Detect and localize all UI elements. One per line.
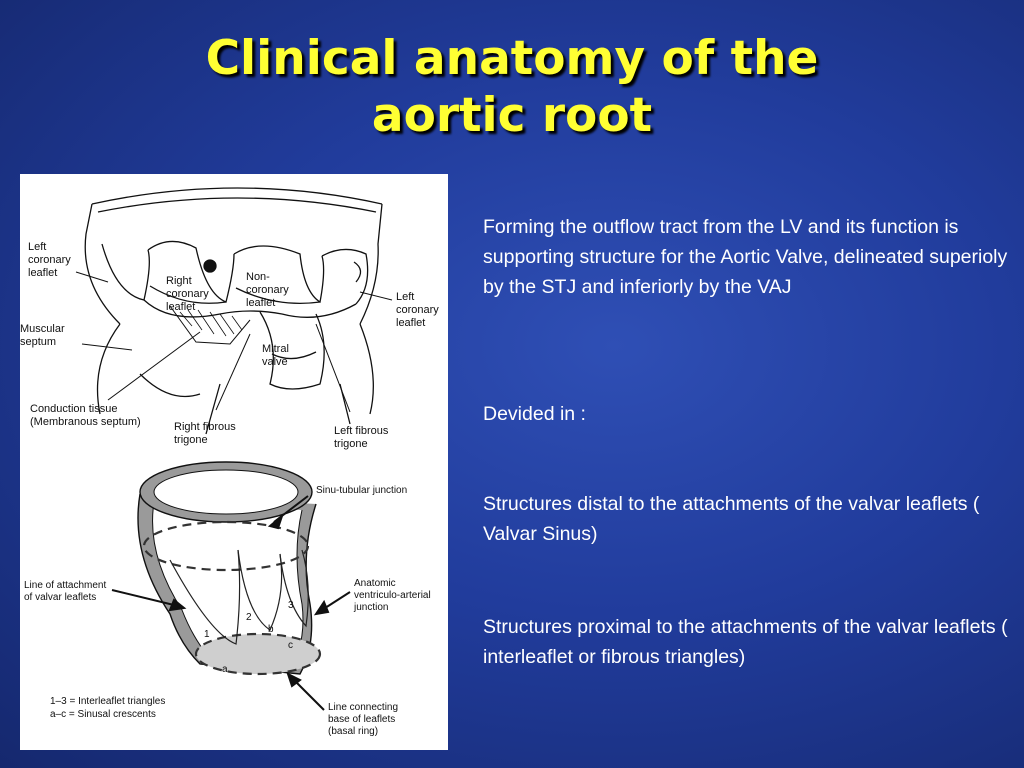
label-line-connecting-2: base of leaflets [328, 714, 395, 725]
label-muscular-septum-1: Muscular [20, 323, 65, 335]
triangle-number-3: 3 [288, 600, 294, 611]
label-line-connecting-1: Line connecting [328, 702, 398, 713]
label-mitral-valve-1: Mitral [262, 343, 289, 355]
label-non-coronary-leaflet-1: Non- [246, 271, 270, 283]
label-muscular-septum-2: septum [20, 336, 56, 348]
label-anatomic-vaj-3: junction [353, 602, 388, 613]
label-non-coronary-leaflet-3: leaflet [246, 297, 275, 309]
triangle-number-2: 2 [246, 612, 252, 623]
triangle-number-1: 1 [204, 629, 210, 640]
label-left-coronary-leaflet-3: leaflet [28, 267, 57, 279]
bottom-anatomy-drawing [111, 461, 351, 711]
label-line-of-attachment-1: Line of attachment [24, 580, 106, 591]
title-line-1: Clinical anatomy of the [205, 31, 819, 86]
legend-sinusal-crescents: a–c = Sinusal crescents [50, 709, 156, 720]
label-right-coronary-leaflet-2: coronary [166, 288, 209, 300]
label-left-coronary-leaflet-r-2: coronary [396, 304, 439, 316]
label-right-coronary-leaflet-3: leaflet [166, 301, 195, 313]
paragraph-outflow-tract: Forming the outflow tract from the LV an… [483, 216, 1008, 298]
label-anatomic-vaj-2: ventriculo-arterial [354, 590, 431, 601]
label-right-fibrous-trigone-2: trigone [174, 434, 208, 446]
top-anatomy-drawing [75, 187, 393, 435]
paragraph-distal-structures: Structures distal to the attachments of … [483, 493, 980, 545]
label-line-of-attachment-2: of valvar leaflets [24, 592, 96, 603]
bottom-labels: Sinu-tubular junction Line of attachment… [24, 485, 431, 737]
label-left-fibrous-trigone-1: Left fibrous [334, 425, 389, 437]
top-labels: Left coronary leaflet Right coronary lea… [20, 241, 439, 450]
title-line-2: aortic root [371, 88, 653, 143]
paragraph-proximal-structures: Structures proximal to the attachments o… [483, 616, 1008, 668]
label-mitral-valve-2: valve [262, 356, 288, 368]
label-non-coronary-leaflet-2: coronary [246, 284, 289, 296]
label-right-fibrous-trigone-1: Right fibrous [174, 421, 236, 433]
crescent-letter-c: c [288, 640, 293, 651]
crescent-letter-b: b [268, 624, 274, 635]
label-line-connecting-3: (basal ring) [328, 726, 378, 737]
slide-title: Clinical anatomy of the aortic root [0, 30, 1024, 144]
anatomy-drawing: Left coronary leaflet Right coronary lea… [20, 187, 439, 737]
label-anatomic-vaj-1: Anatomic [354, 578, 396, 589]
label-left-coronary-leaflet-1: Left [28, 241, 46, 253]
label-left-coronary-leaflet-r-1: Left [396, 291, 414, 303]
crescent-letter-a: a [222, 664, 228, 675]
label-conduction-tissue-1: Conduction tissue [30, 403, 117, 415]
label-left-fibrous-trigone-2: trigone [334, 438, 368, 450]
label-left-coronary-leaflet-2: coronary [28, 254, 71, 266]
label-sinu-tubular-junction: Sinu-tubular junction [316, 485, 407, 496]
aortic-root-illustration: Left coronary leaflet Right coronary lea… [20, 174, 448, 750]
label-right-coronary-leaflet-1: Right [166, 275, 192, 287]
label-conduction-tissue-2: (Membranous septum) [30, 416, 141, 428]
label-left-coronary-leaflet-r-3: leaflet [396, 317, 425, 329]
paragraph-divided-in: Devided in : [483, 403, 586, 425]
legend-interleaflet-triangles: 1–3 = Interleaflet triangles [50, 696, 165, 707]
